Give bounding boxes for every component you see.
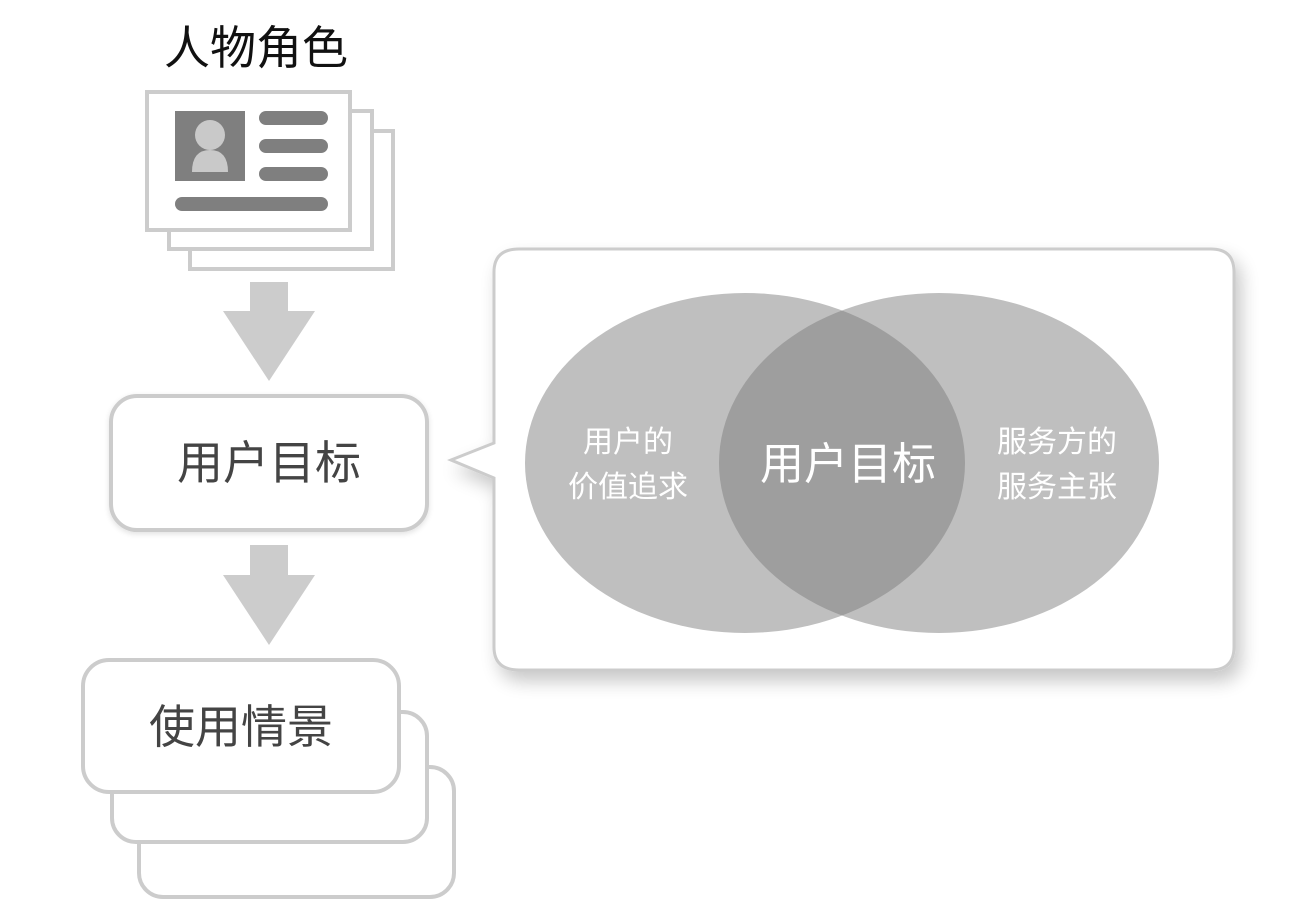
down-arrow-icon [223, 282, 315, 381]
down-arrow-icon [223, 545, 315, 645]
user-goal-label: 用户目标 [177, 436, 361, 490]
user-value-label-line-2: 价值追求 [568, 470, 688, 505]
text-lines-icon [175, 111, 328, 211]
avatar-icon [175, 111, 245, 181]
user-goal-box [109, 394, 429, 532]
service-proposition-label-line-1: 服务方的 [997, 425, 1117, 460]
venn-intersection-label: 用户目标 [760, 439, 936, 490]
persona-card-stack-icon [145, 90, 395, 271]
usage-scenario-label: 使用情景 [149, 700, 333, 754]
usage-scenario-box-stack [81, 658, 456, 899]
persona-title: 人物角色 [164, 21, 348, 75]
user-value-label-line-1: 用户的 [583, 425, 673, 460]
venn-intersection [719, 293, 965, 633]
venn-diagram [525, 293, 1159, 633]
service-proposition-label-line-2: 服务主张 [997, 470, 1117, 505]
